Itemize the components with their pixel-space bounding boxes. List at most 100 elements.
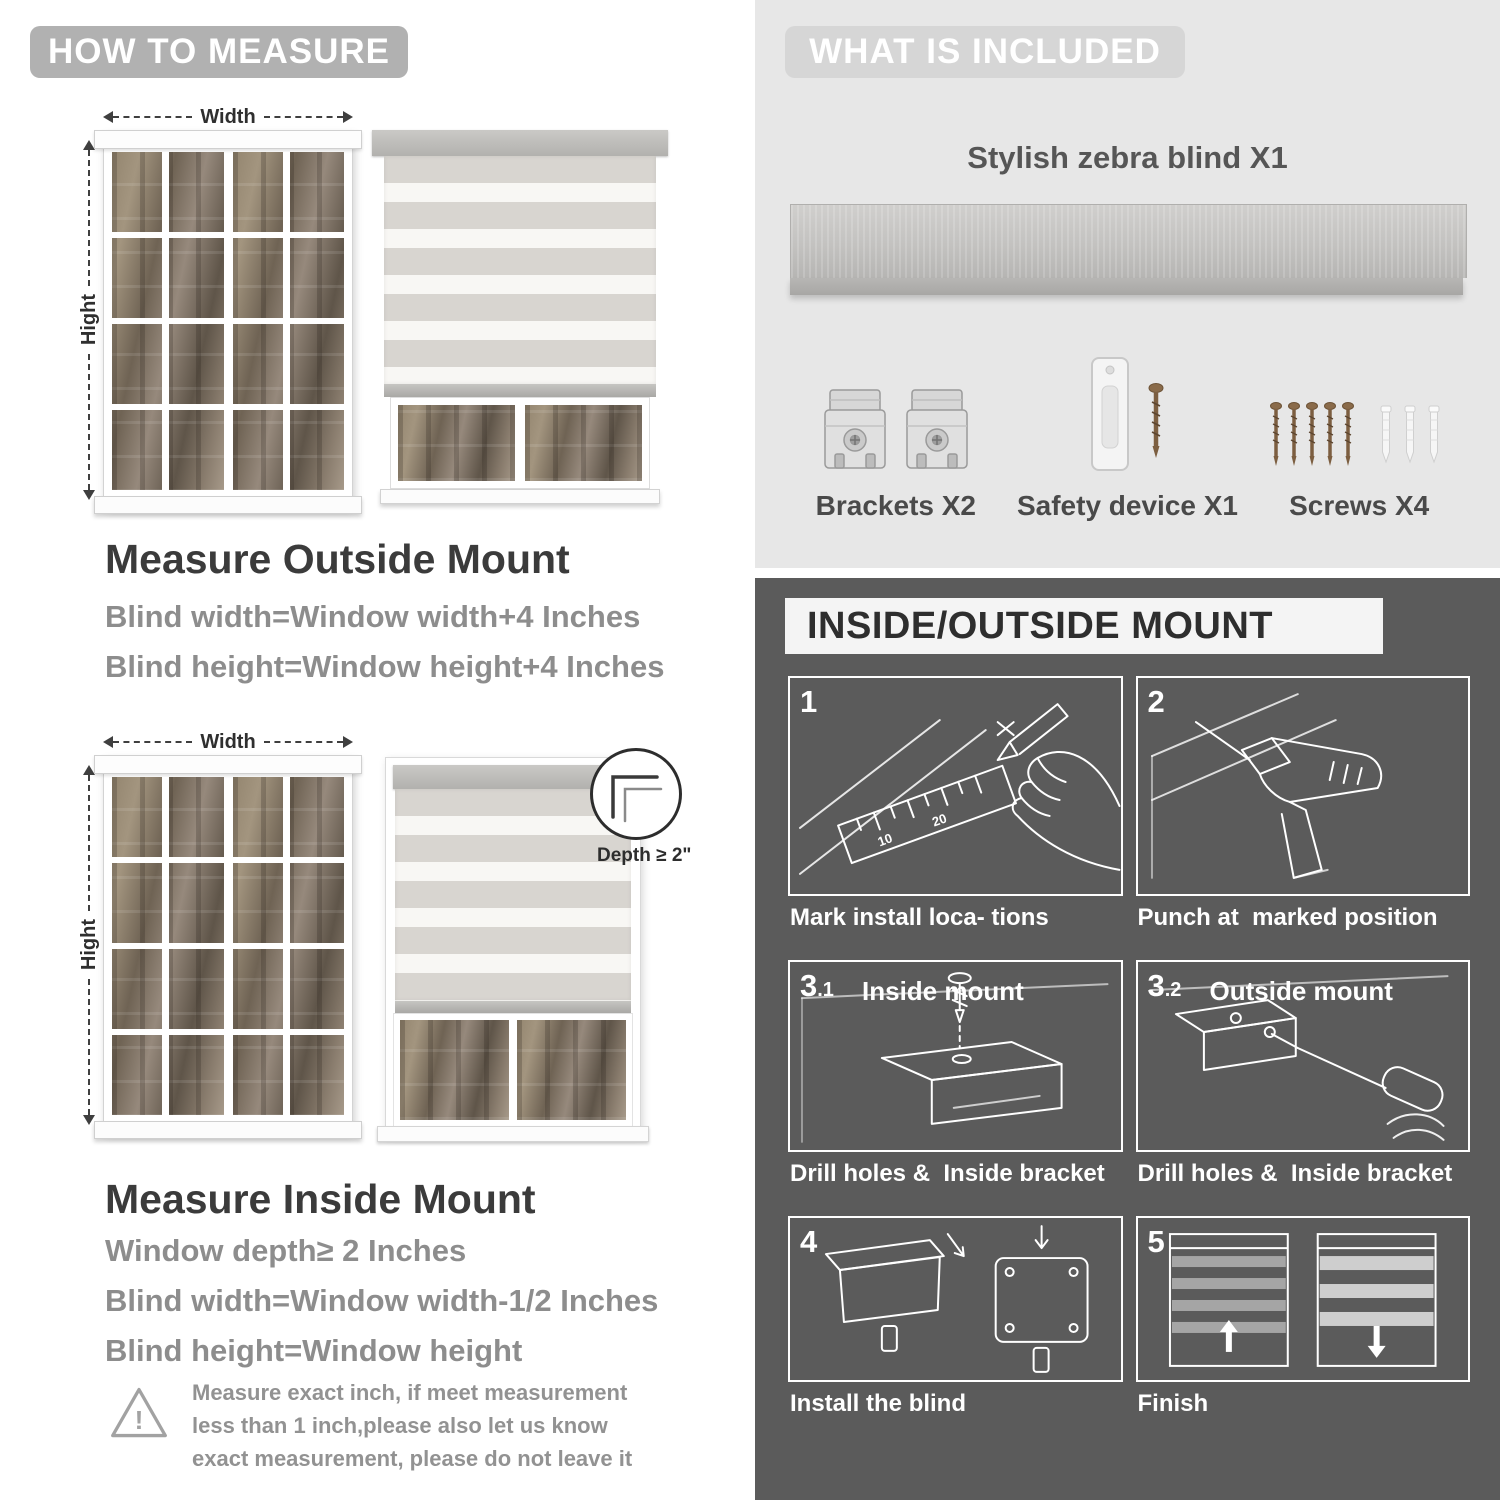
arrowhead-down-icon xyxy=(83,1115,95,1125)
how-to-measure-header: HOW TO MEASURE xyxy=(30,26,408,78)
arrowhead-down-icon xyxy=(83,490,95,500)
zebra-blind-illustration-outside xyxy=(372,130,668,504)
height-label-inside: Hight xyxy=(77,919,100,971)
window-sill xyxy=(94,496,362,514)
outside-mount-rule-2: Blind height=Window height+4 Inches xyxy=(105,649,665,684)
install-blind-illustration xyxy=(824,1225,1089,1373)
window-sill xyxy=(380,489,660,504)
mount-instructions-panel: INSIDE/OUTSIDE MOUNT 1 xyxy=(755,578,1500,1500)
blind-product-label: Stylish zebra blind X1 xyxy=(967,140,1288,175)
window-lintel xyxy=(94,130,362,149)
arrowhead-right-icon xyxy=(343,111,354,123)
inside-mount-rule-1: Window depth≥ 2 Inches xyxy=(105,1233,467,1268)
step-3-1-caption: Drill holes & Inside bracket xyxy=(790,1160,1105,1187)
safety-device-icons xyxy=(1074,354,1182,476)
arrowhead-up-icon xyxy=(83,140,95,150)
finish-illustration xyxy=(1168,1233,1437,1367)
height-arrow-outside: Hight xyxy=(78,140,100,500)
bracket-icon xyxy=(824,389,886,469)
dashed-line xyxy=(88,775,90,912)
outside-mount-title: Measure Outside Mount xyxy=(105,536,570,582)
step-3-2: 3 .2 Outside mount xyxy=(1135,960,1470,1216)
step-number: 5 xyxy=(1148,1224,1165,1260)
blind-cassette xyxy=(372,130,668,156)
window-illustration-inside xyxy=(94,755,362,1139)
depth-magnifier xyxy=(590,748,682,840)
window-pane-photo xyxy=(400,1020,509,1120)
step-number: 1 xyxy=(800,684,817,720)
step-number: 2 xyxy=(1148,684,1165,720)
included-items-row: Brackets X2 Safety device X1 xyxy=(780,322,1475,522)
arrowhead-up-icon xyxy=(83,765,95,775)
step-number-text: 3 xyxy=(800,968,818,1003)
window-sashes xyxy=(112,777,344,1117)
dashed-line xyxy=(88,978,90,1115)
height-label-outside: Hight xyxy=(77,294,100,346)
step-number: 3 .2 xyxy=(1148,968,1182,1004)
step-4: 4 xyxy=(788,1216,1123,1446)
step-3-1-label: Inside mount xyxy=(862,976,1024,1006)
step-5-frame: 5 xyxy=(1135,1216,1470,1382)
screws-label: Screws X4 xyxy=(1289,490,1430,521)
what-is-included-panel: WHAT IS INCLUDED Stylish zebra blind X1 xyxy=(755,0,1500,568)
dashed-line xyxy=(113,116,193,118)
step-1-caption: Mark install loca- tions xyxy=(790,904,1049,931)
step-5-caption: Finish xyxy=(1137,1390,1209,1417)
dashed-line xyxy=(88,353,90,490)
warning-exclamation: ! xyxy=(135,1405,144,1435)
step-5: 5 xyxy=(1135,1216,1470,1446)
step-number-text: 4 xyxy=(800,1224,818,1259)
window-sashes xyxy=(112,152,344,492)
brackets-label: Brackets X2 xyxy=(815,490,976,521)
arrowhead-left-icon xyxy=(103,736,113,748)
warning-text: Measure exact inch, if meet measurement … xyxy=(192,1380,633,1471)
step-number-text: 2 xyxy=(1147,684,1165,719)
window-pane-photo xyxy=(517,1020,626,1120)
dashed-line xyxy=(88,150,90,287)
step-4-frame: 4 xyxy=(788,1216,1123,1382)
window-sash xyxy=(112,152,224,492)
safety-device-item: Safety device X1 xyxy=(1012,322,1244,522)
arrowhead-left-icon xyxy=(103,111,113,123)
window-corner-detail-icon xyxy=(611,775,663,823)
step-number-text: 5 xyxy=(1147,1224,1165,1259)
headrail-lip xyxy=(790,278,1463,295)
blind-stripes xyxy=(384,156,656,384)
dashed-line xyxy=(263,741,344,743)
mount-header: INSIDE/OUTSIDE MOUNT xyxy=(785,598,1383,654)
window-sill xyxy=(94,1121,362,1139)
what-is-included-header: WHAT IS INCLUDED xyxy=(785,26,1185,78)
window-below-blind xyxy=(393,1013,633,1127)
bracket-icon xyxy=(906,389,968,469)
mount-steps-grid: 1 10 20 xyxy=(788,676,1470,1446)
screws-and-anchors-icon xyxy=(1268,400,1440,468)
width-label-inside: Width xyxy=(200,730,256,753)
width-arrow-outside: Width xyxy=(103,106,354,128)
safety-device-icon xyxy=(1090,357,1163,471)
inside-mount-rule-2: Blind width=Window width-1/2 Inches xyxy=(105,1283,659,1318)
step-number: 3 .1 xyxy=(800,968,834,1004)
outside-bracket-illustration xyxy=(1148,975,1449,1141)
inside-mount-rule-3: Blind height=Window height xyxy=(105,1333,523,1368)
step-2-frame: 2 xyxy=(1135,676,1470,896)
screws-item: Screws X4 xyxy=(1243,322,1475,522)
ruler-mark-10: 10 xyxy=(876,830,895,849)
inside-bracket-illustration xyxy=(800,972,1109,1143)
step-number-text: 1 xyxy=(800,684,818,719)
window-sash xyxy=(232,152,344,492)
inside-mount-title: Measure Inside Mount xyxy=(105,1176,536,1222)
arrowhead-right-icon xyxy=(343,736,354,748)
blind-bottom-rail xyxy=(384,384,656,397)
step-2-caption: Punch at marked position xyxy=(1137,904,1438,931)
warning-triangle-icon: ! xyxy=(111,1387,167,1438)
mark-locations-illustration: 10 20 xyxy=(798,703,1121,875)
step-number-sub: .1 xyxy=(817,979,834,1001)
blind-stripes xyxy=(395,789,631,1001)
width-arrow-inside: Width xyxy=(103,730,354,753)
dashed-line xyxy=(113,741,193,743)
step-3-1: 3 .1 Inside mount xyxy=(788,960,1123,1216)
window-sash xyxy=(232,777,344,1117)
step-3-2-caption: Drill holes & Inside bracket xyxy=(1137,1160,1453,1187)
safety-device-label: Safety device X1 xyxy=(1016,490,1239,521)
